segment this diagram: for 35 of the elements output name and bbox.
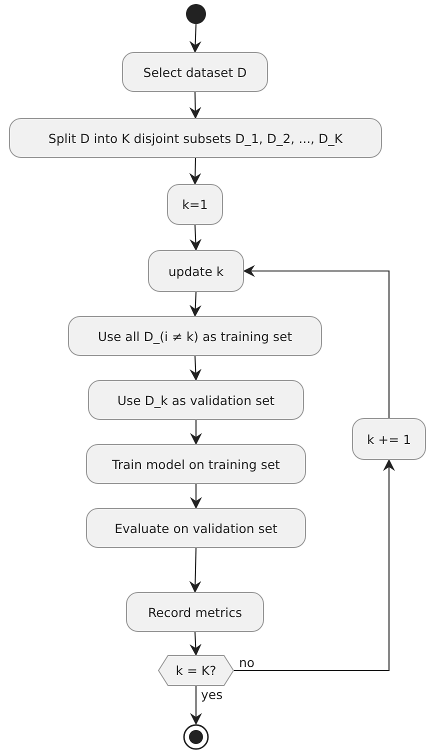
activity-box — [86, 508, 306, 548]
arrow — [189, 24, 202, 53]
activity-box — [68, 316, 322, 356]
activity-box — [126, 592, 264, 632]
edge-label: yes — [200, 689, 224, 702]
activity-box — [148, 250, 244, 292]
step-text: update k — [168, 264, 224, 278]
step-text: Record metrics — [148, 604, 242, 620]
activity-box — [352, 418, 426, 460]
arrow — [189, 292, 202, 317]
arrow — [189, 548, 202, 593]
arrow — [189, 92, 202, 119]
step-text: Use all D_(i ≠ k) as training set — [98, 328, 292, 344]
step-text: k=1 — [182, 197, 208, 212]
arrow — [243, 265, 390, 418]
activity-box — [86, 444, 306, 484]
activity-box — [122, 52, 268, 92]
arrow — [189, 158, 202, 185]
arrow — [190, 686, 202, 725]
arrow — [190, 356, 202, 381]
arrow — [190, 484, 202, 509]
arrow — [190, 632, 202, 656]
step-text: Split D into K disjoint subsets D_1, D_2, ..., D_K — [48, 130, 343, 146]
arrow — [190, 420, 202, 445]
step-text: Evaluate on validation set — [114, 520, 278, 536]
arrow — [234, 459, 395, 672]
step-text: Select dataset D — [143, 64, 247, 80]
activity-box — [167, 184, 223, 225]
activity-box — [88, 380, 304, 420]
step-text: k = K? — [176, 663, 216, 678]
arrow — [190, 224, 202, 251]
activity-box — [9, 118, 382, 158]
step-text: k += 1 — [366, 432, 412, 446]
step-text: Use D_k as validation set — [117, 392, 275, 408]
step-text: Train model on training set — [112, 456, 280, 472]
